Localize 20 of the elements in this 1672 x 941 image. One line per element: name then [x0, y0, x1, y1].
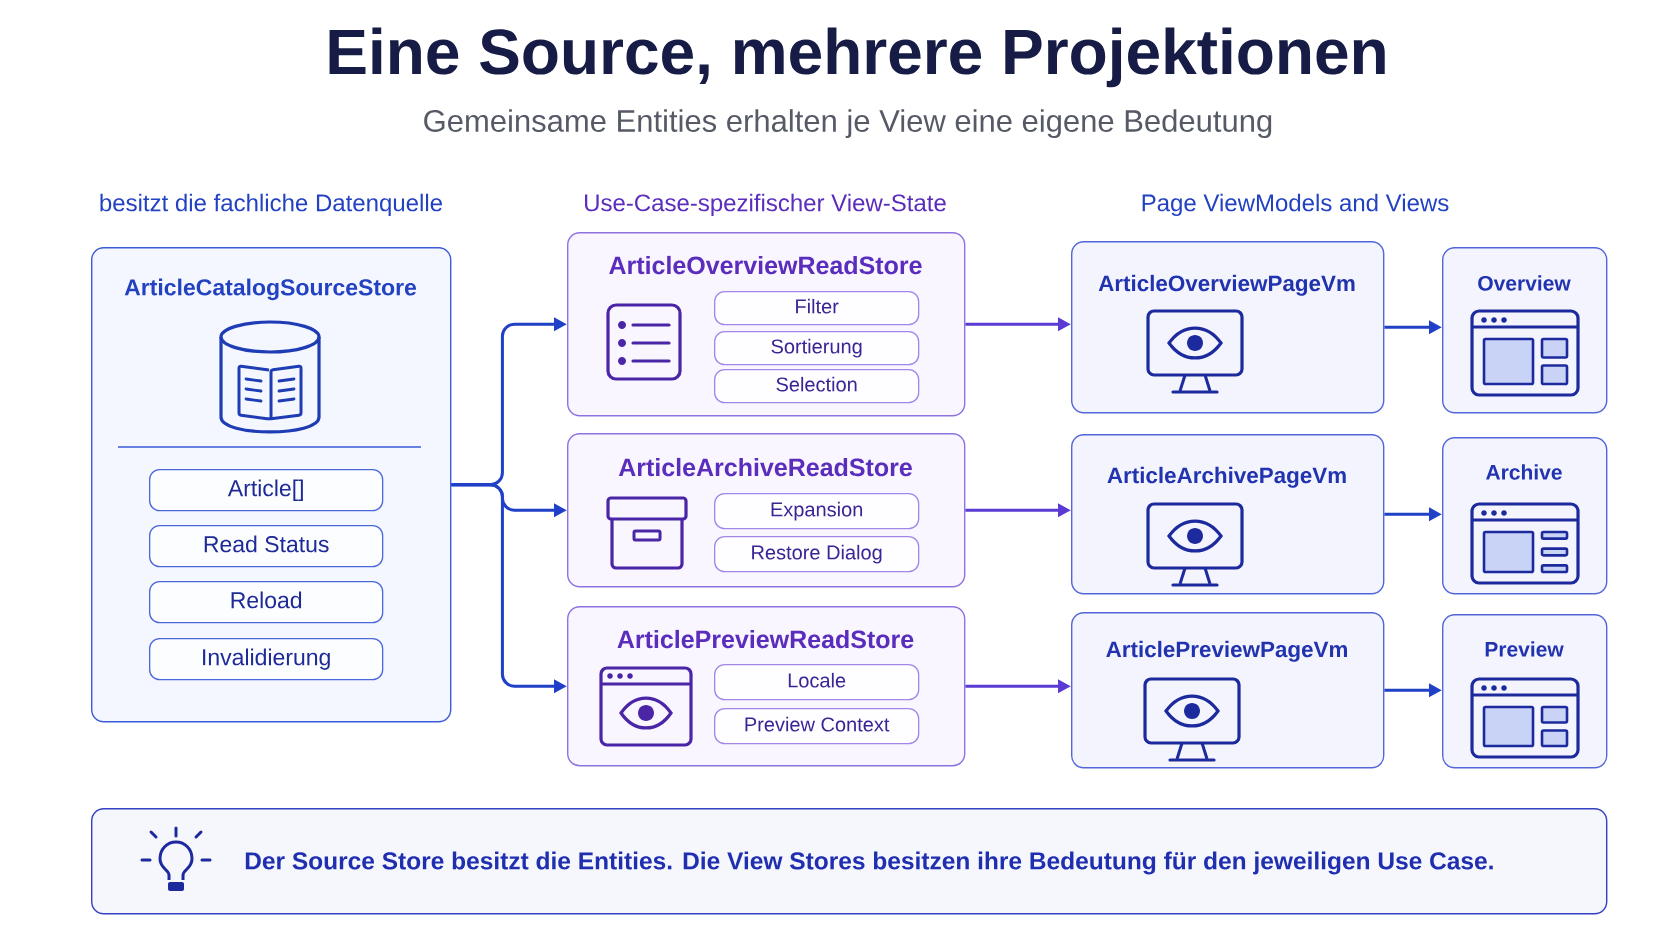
viewmodel-panel: ArticleArchivePageVm [1071, 434, 1385, 595]
property-pill: Preview Context [714, 708, 920, 745]
column-heading: Use-Case-spezifischer View-State [585, 193, 946, 217]
property-pill: Sortierung [714, 331, 920, 366]
property-pill: Filter [714, 291, 920, 326]
property-pill: Locale [714, 664, 920, 701]
property-pill: Article[] [149, 469, 384, 512]
property-pill: Invalidierung [149, 638, 384, 681]
note-box: Der Source Store besitzt die Entities. Die View Stores besitzen ihre Bedeutung für den jeweiligen Use Case. [91, 808, 1608, 915]
viewmodel-panel: ArticleOverviewPageVm [1071, 241, 1385, 414]
title: Eine Source, mehrere Projektionen [329, 27, 1385, 88]
property-pill: Restore Dialog [714, 536, 920, 573]
property-pill: Selection [714, 369, 920, 404]
property-pill: Reload [149, 581, 384, 624]
subtitle: Gemeinsame Entities erhalten je View eine eigene Bedeutung [424, 109, 1272, 139]
viewmodel-panel: ArticlePreviewPageVm [1071, 612, 1385, 769]
column-heading: besitzt die fachliche Datenquelle [100, 193, 442, 217]
property-pill: Read Status [149, 525, 384, 568]
column-heading: Page ViewModels and Views [1142, 193, 1449, 217]
property-pill: Expansion [714, 493, 920, 530]
